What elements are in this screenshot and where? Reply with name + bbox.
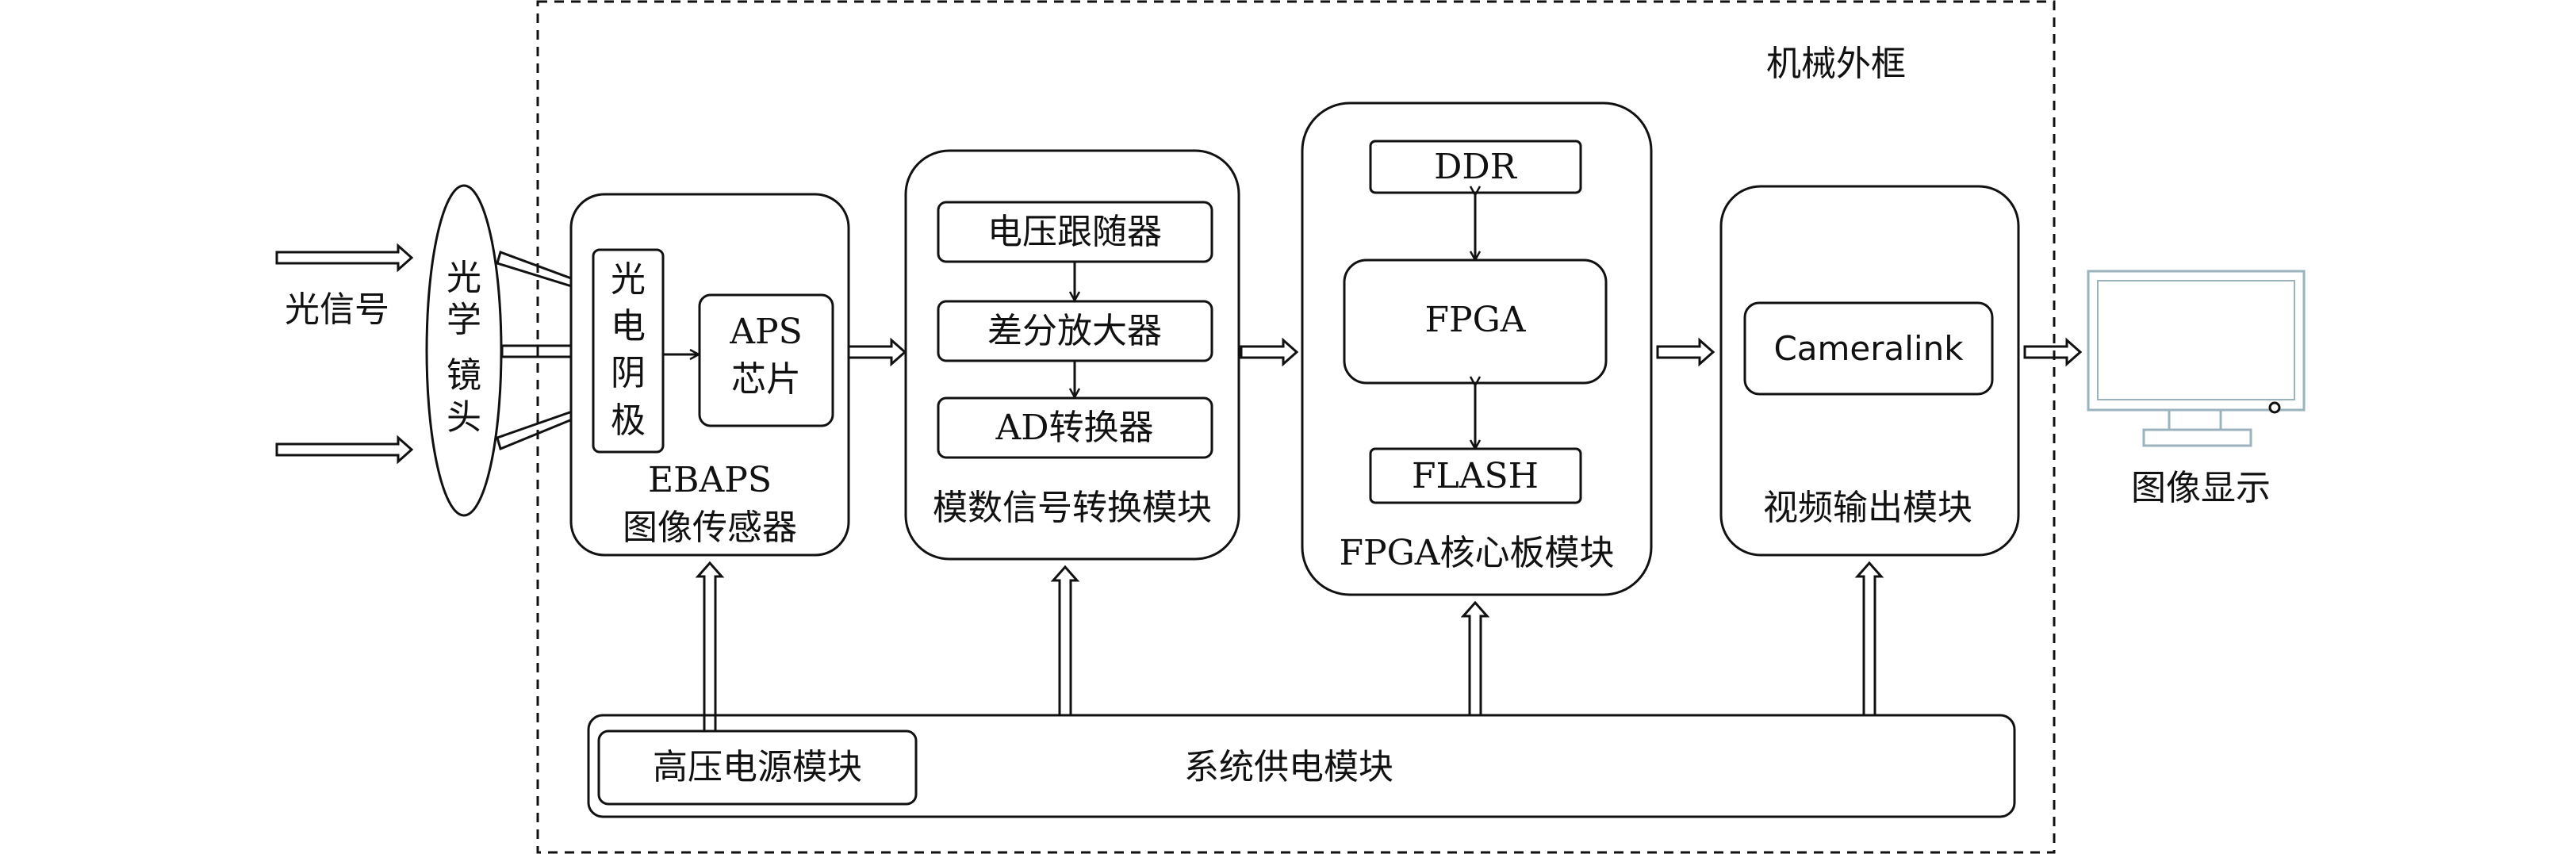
hv-power-box xyxy=(597,730,918,806)
monitor-icon xyxy=(2087,270,2306,447)
voltage-follower-label: 电压跟随器 xyxy=(987,212,1162,252)
photocathode-box xyxy=(592,248,665,454)
display-label: 图像显示 xyxy=(2131,468,2271,508)
flash-label: FLASH xyxy=(1412,456,1539,496)
photocathode-label-1: 光 xyxy=(611,259,646,300)
power-to-ebaps-arrow xyxy=(695,561,725,733)
video-to-display-arrow xyxy=(2023,337,2083,367)
power-to-fpga-arrow xyxy=(1460,600,1490,717)
aps-chip-box xyxy=(698,293,834,427)
cameralink-label: Cameralink xyxy=(1773,329,1964,368)
system-power-module xyxy=(587,714,2016,818)
frame-label: 机械外框 xyxy=(1766,44,1906,84)
adc-title: 模数信号转换模块 xyxy=(933,488,1212,528)
photocathode-label-3: 阴 xyxy=(611,353,646,393)
light-signal-label: 光信号 xyxy=(285,289,389,330)
fpga-title: FPGA核心板模块 xyxy=(1339,533,1614,573)
power-to-adc-arrow xyxy=(1050,565,1080,717)
ad-converter-label: AD转换器 xyxy=(995,408,1153,448)
ddr-label: DDR xyxy=(1434,147,1518,187)
hv-power-label: 高压电源模块 xyxy=(653,747,862,787)
system-power-label: 系统供电模块 xyxy=(1184,747,1393,787)
lens-label-4: 头 xyxy=(447,397,481,438)
ebaps-title-2: 图像传感器 xyxy=(623,507,797,548)
adc-item-3-box xyxy=(937,396,1213,459)
lens-label-3: 镜 xyxy=(447,355,481,396)
optical-lens xyxy=(425,184,503,517)
aps-chip-label-2: 芯片 xyxy=(731,359,801,400)
photocathode-label-2: 电 xyxy=(611,306,646,347)
ebaps-title-1: EBAPS xyxy=(648,460,772,500)
power-to-video-arrow xyxy=(1854,561,1884,717)
mechanical-frame xyxy=(536,0,2056,854)
photocathode-label-4: 极 xyxy=(611,400,646,441)
lens-label-2: 学 xyxy=(447,300,481,340)
ebaps-to-adc-arrow xyxy=(847,337,907,367)
cameralink-box xyxy=(1743,301,1994,396)
aps-chip-label-1: APS xyxy=(729,312,803,352)
flash-box xyxy=(1369,447,1582,504)
lens-label-1: 光 xyxy=(447,258,481,298)
fpga-core-label: FPGA xyxy=(1424,300,1526,340)
fpga-to-video-arrow xyxy=(1656,337,1715,367)
adc-to-fpga-arrow xyxy=(1240,337,1299,367)
light-signal-arrow-bottom xyxy=(275,435,414,465)
video-title: 视频输出模块 xyxy=(1763,488,1972,528)
light-signal-arrow-top xyxy=(275,243,414,273)
diff-amplifier-label: 差分放大器 xyxy=(987,311,1162,351)
